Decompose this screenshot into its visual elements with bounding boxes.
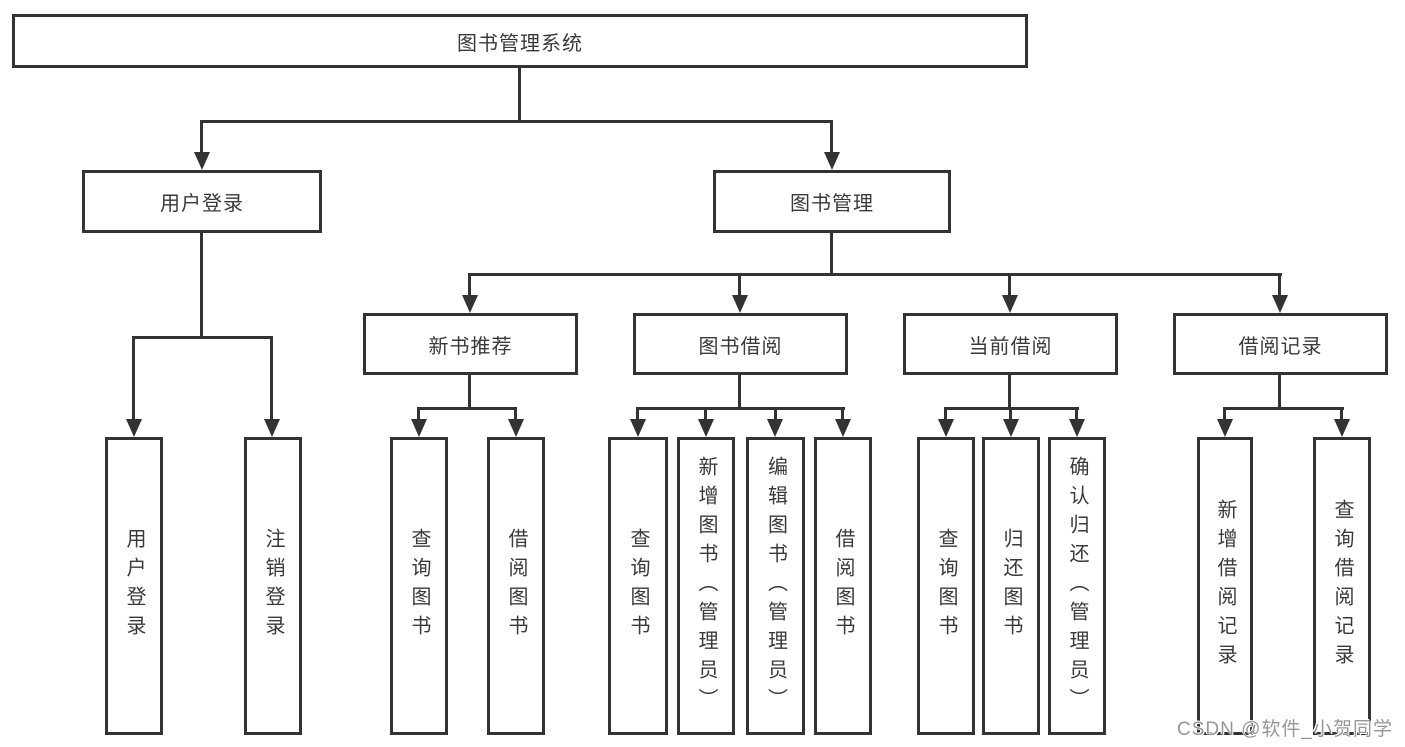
connector-line (518, 68, 521, 123)
arrow-down-icon (630, 419, 646, 437)
node-book-management-label: 图书管理 (790, 193, 874, 215)
leaf-return-books-label: 归还图书 (1000, 528, 1022, 644)
connector-line (200, 120, 833, 123)
leaf-query-books-newbook-label: 查询图书 (408, 528, 430, 644)
leaf-query-borrow-record-label: 查询借阅记录 (1331, 499, 1353, 673)
arrow-down-icon (508, 419, 524, 437)
arrow-down-icon (1003, 419, 1019, 437)
node-user-login: 用户登录 (82, 170, 322, 233)
arrow-down-icon (1272, 295, 1288, 313)
connector-line (1008, 375, 1011, 410)
leaf-query-books-current: 查询图书 (917, 437, 975, 735)
connector-line (132, 336, 273, 339)
connector-line (1075, 407, 1078, 421)
node-book-borrowing: 图书借阅 (633, 313, 848, 375)
arrow-down-icon (1002, 295, 1018, 313)
arrow-down-icon (411, 419, 427, 437)
arrow-down-icon (264, 419, 280, 437)
connector-line (1278, 375, 1281, 410)
connector-line (830, 120, 833, 154)
leaf-borrow-books-newbook: 借阅图书 (487, 437, 545, 735)
connector-line (468, 273, 471, 297)
leaf-edit-books-admin-label: 编辑图书（管理员） (764, 455, 787, 717)
node-new-book-recommend-label: 新书推荐 (428, 335, 513, 358)
arrow-down-icon (732, 295, 748, 313)
connector-line (1223, 407, 1226, 421)
node-current-borrowing: 当前借阅 (903, 313, 1118, 375)
arrow-down-icon (126, 419, 142, 437)
leaf-query-books-borrow: 查询图书 (608, 437, 668, 735)
connector-line (200, 120, 203, 154)
connector-line (1340, 407, 1343, 421)
connector-line (944, 407, 947, 421)
arrow-down-icon (824, 152, 840, 170)
connector-line (636, 407, 639, 421)
leaf-borrow-books: 借阅图书 (814, 437, 872, 735)
leaf-query-borrow-record: 查询借阅记录 (1313, 437, 1371, 735)
connector-line (830, 233, 833, 276)
leaf-return-books: 归还图书 (982, 437, 1040, 735)
connector-line (468, 375, 471, 410)
node-library-system: 图书管理系统 (12, 14, 1028, 68)
leaf-add-books-admin-label: 新增图书（管理员） (695, 455, 717, 717)
leaf-user-login: 用户登录 (105, 437, 163, 735)
csdn-watermark: CSDN @软件_小贺同学 (1177, 719, 1393, 740)
connector-line (469, 273, 1282, 276)
connector-line (774, 407, 777, 421)
leaf-borrow-books-label: 借阅图书 (832, 528, 854, 644)
leaf-add-borrow-record-label: 新增借阅记录 (1214, 499, 1236, 673)
connector-line (841, 407, 844, 421)
node-book-borrowing-label: 图书借阅 (698, 335, 783, 358)
node-user-login-label: 用户登录 (160, 193, 244, 215)
connector-line (417, 407, 420, 421)
arrow-down-icon (938, 419, 954, 437)
arrow-down-icon (462, 295, 478, 313)
connector-line (417, 407, 517, 410)
arrow-down-icon (835, 419, 851, 437)
node-book-management: 图书管理 (713, 170, 951, 233)
arrow-down-icon (1069, 419, 1085, 437)
leaf-confirm-return-admin: 确认归还（管理员） (1048, 437, 1106, 735)
node-library-system-label: 图书管理系统 (457, 32, 583, 55)
arrow-down-icon (698, 419, 714, 437)
arrow-down-icon (194, 152, 210, 170)
leaf-add-books-admin: 新增图书（管理员） (677, 437, 735, 735)
connector-line (1278, 273, 1281, 297)
arrow-down-icon (1334, 419, 1350, 437)
connector-line (514, 407, 517, 421)
connector-line (1223, 407, 1344, 410)
connector-line (200, 233, 203, 339)
arrow-down-icon (767, 419, 783, 437)
leaf-edit-books-admin: 编辑图书（管理员） (746, 437, 805, 735)
leaf-borrow-books-newbook-label: 借阅图书 (505, 528, 527, 644)
connector-line (1008, 273, 1011, 297)
leaf-query-books-borrow-label: 查询图书 (627, 528, 649, 644)
leaf-user-login-label: 用户登录 (123, 528, 145, 644)
connector-line (738, 273, 741, 297)
leaf-confirm-return-admin-label: 确认归还（管理员） (1066, 455, 1088, 717)
arrow-down-icon (1217, 419, 1233, 437)
node-current-borrowing-label: 当前借阅 (968, 335, 1053, 358)
node-borrow-records-label: 借阅记录 (1238, 335, 1323, 358)
connector-line (1009, 407, 1012, 421)
connector-line (636, 407, 845, 410)
node-borrow-records: 借阅记录 (1173, 313, 1388, 375)
connector-line (738, 375, 741, 410)
connector-line (132, 336, 135, 421)
leaf-query-books-newbook: 查询图书 (390, 437, 448, 735)
leaf-query-books-current-label: 查询图书 (935, 528, 957, 644)
connector-line (704, 407, 707, 421)
leaf-add-borrow-record: 新增借阅记录 (1197, 437, 1253, 735)
leaf-logout: 注销登录 (244, 437, 302, 735)
leaf-logout-label: 注销登录 (262, 528, 284, 644)
node-new-book-recommend: 新书推荐 (363, 313, 578, 375)
connector-line (270, 336, 273, 421)
